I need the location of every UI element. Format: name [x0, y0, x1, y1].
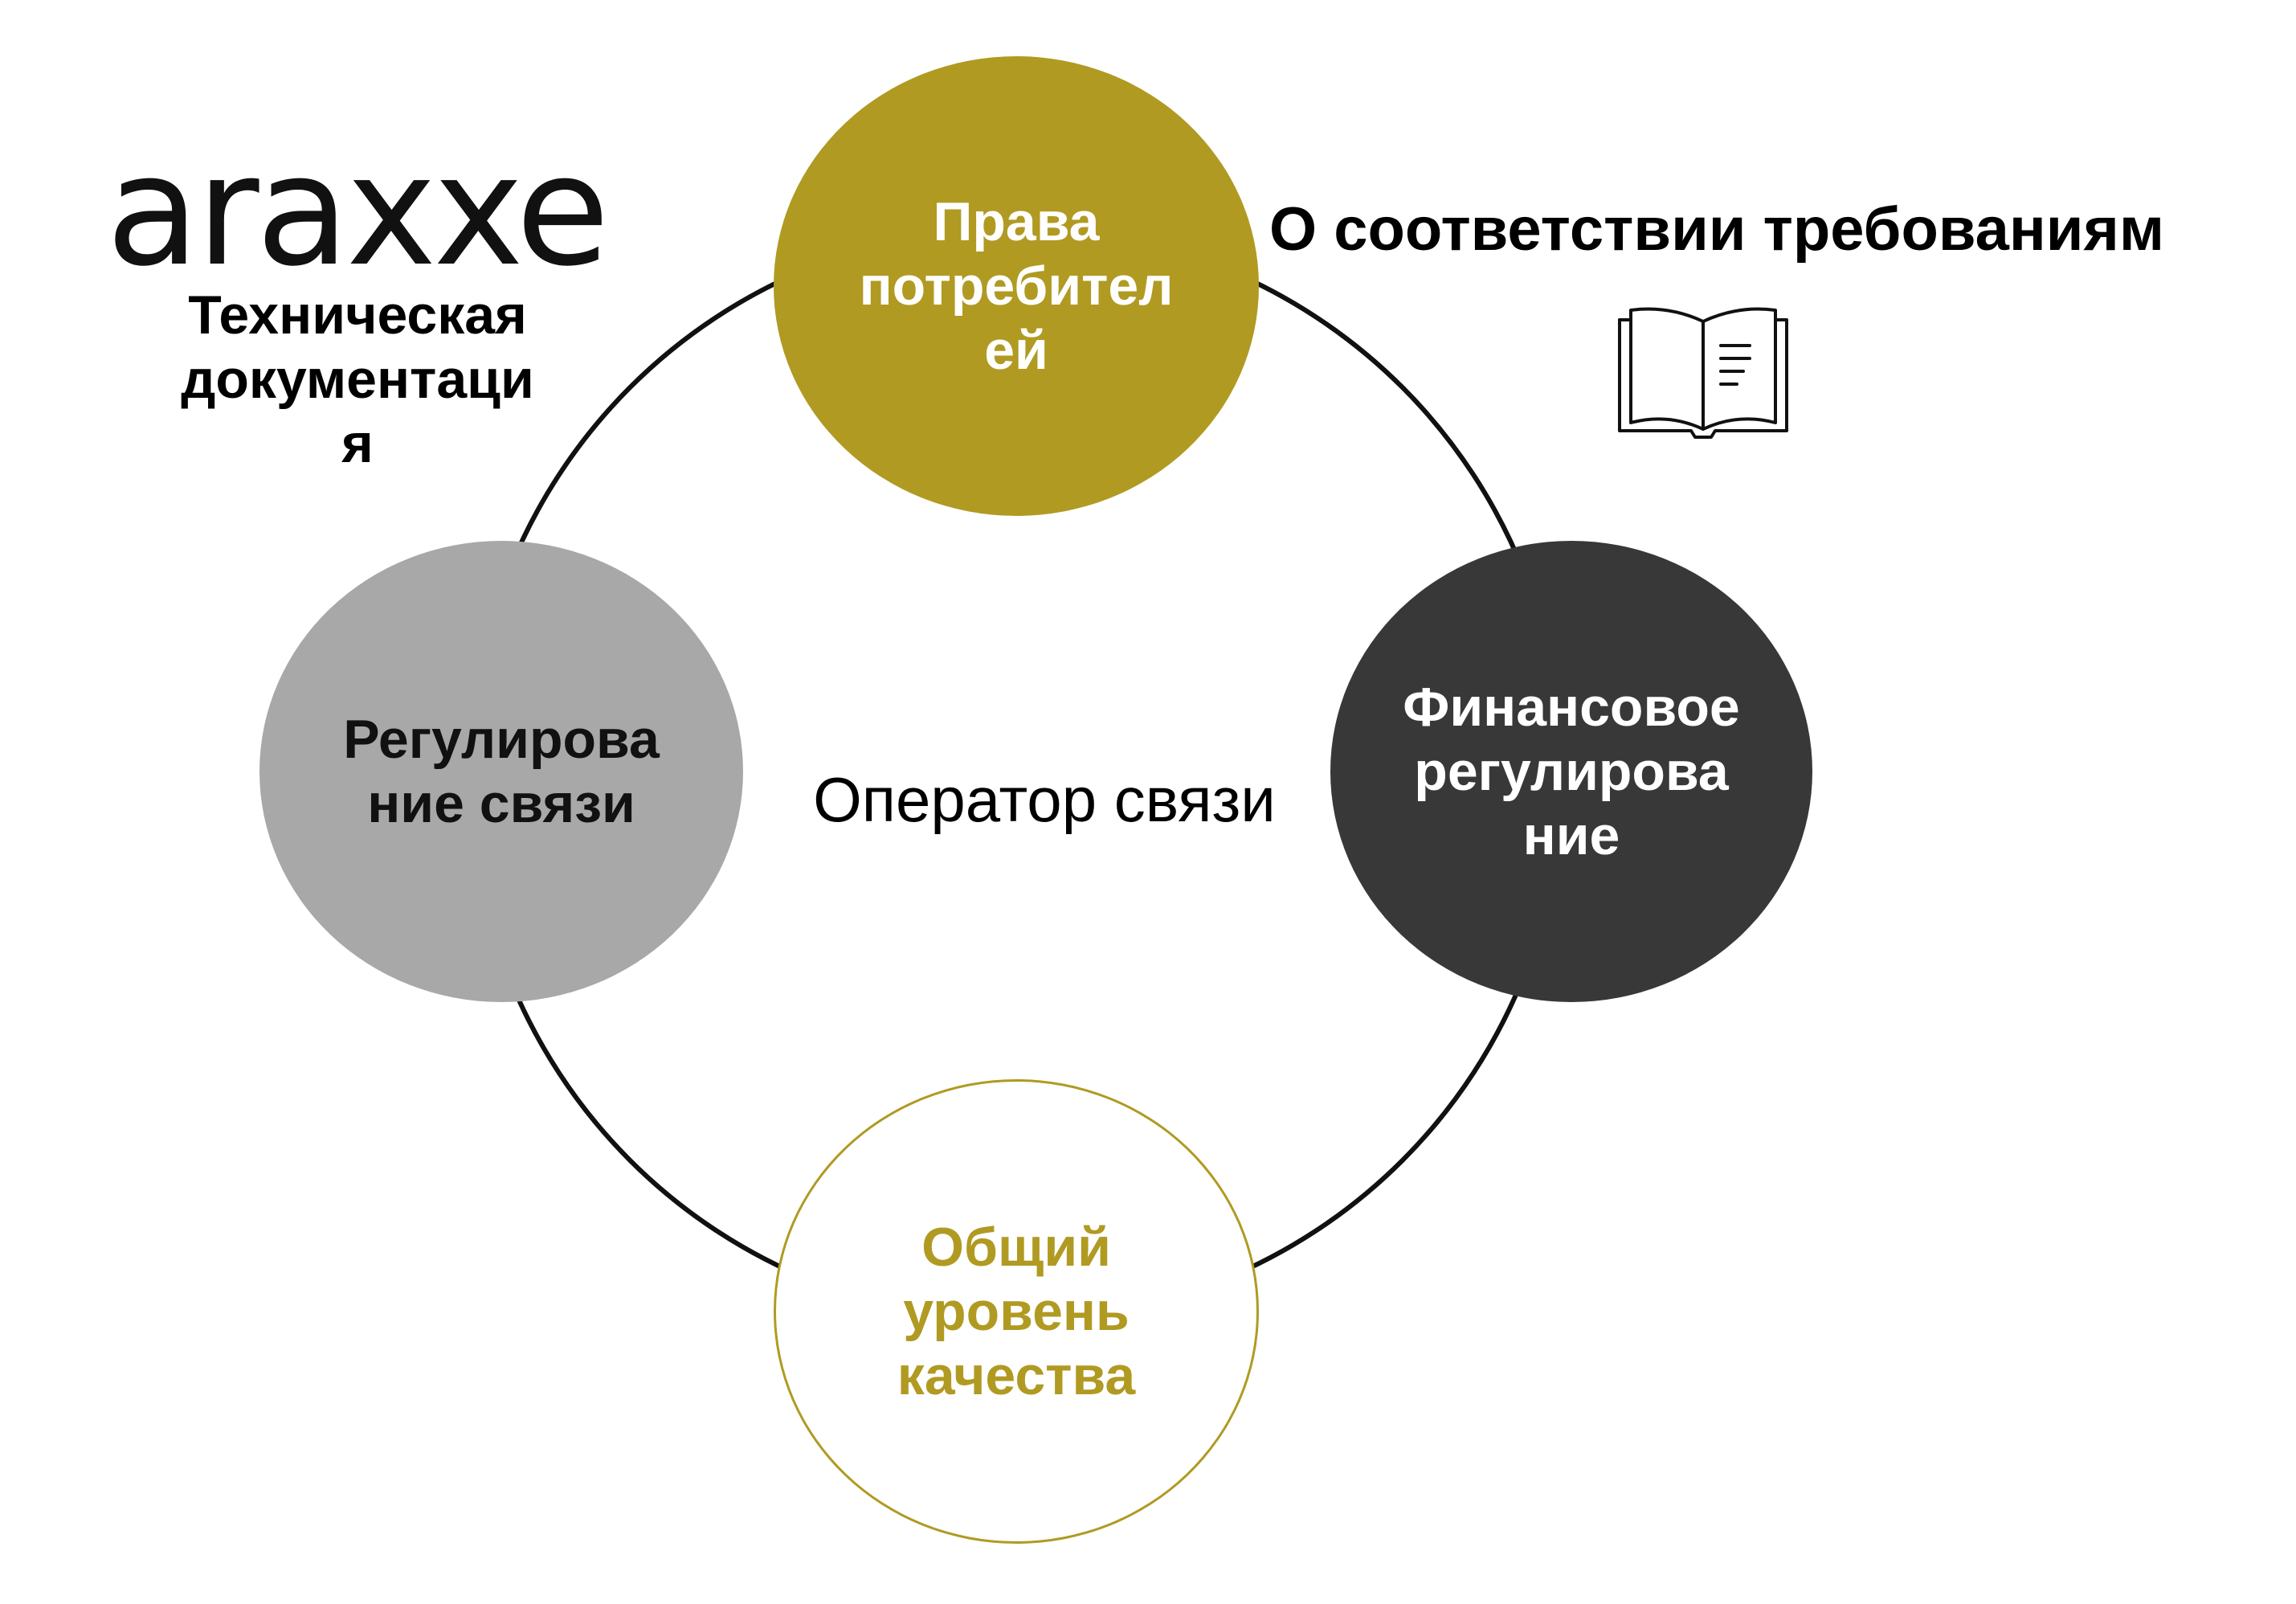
- node-overall-quality-label: Общий уровень качества: [897, 1216, 1136, 1407]
- node-overall-quality: Общий уровень качества: [774, 1079, 1259, 1544]
- node-consumer-rights: Права потребител ей: [774, 56, 1259, 516]
- node-financial-regulation-label: Финансовое регулирова ние: [1403, 676, 1740, 867]
- technical-documentation-label: Техническая документаци я: [181, 284, 534, 475]
- open-book-document-icon: [1618, 307, 1788, 439]
- node-communications-regulation: Регулирова ние связи: [259, 541, 743, 1002]
- node-financial-regulation: Финансовое регулирова ние: [1330, 541, 1812, 1002]
- node-communications-regulation-label: Регулирова ние связи: [343, 708, 660, 834]
- center-label-operator: Оператор связи: [813, 764, 1276, 835]
- araxxe-logo: araxxe: [106, 122, 610, 300]
- compliance-title: О соответствии требованиям: [1269, 195, 2165, 264]
- node-consumer-rights-label: Права потребител ей: [859, 190, 1174, 382]
